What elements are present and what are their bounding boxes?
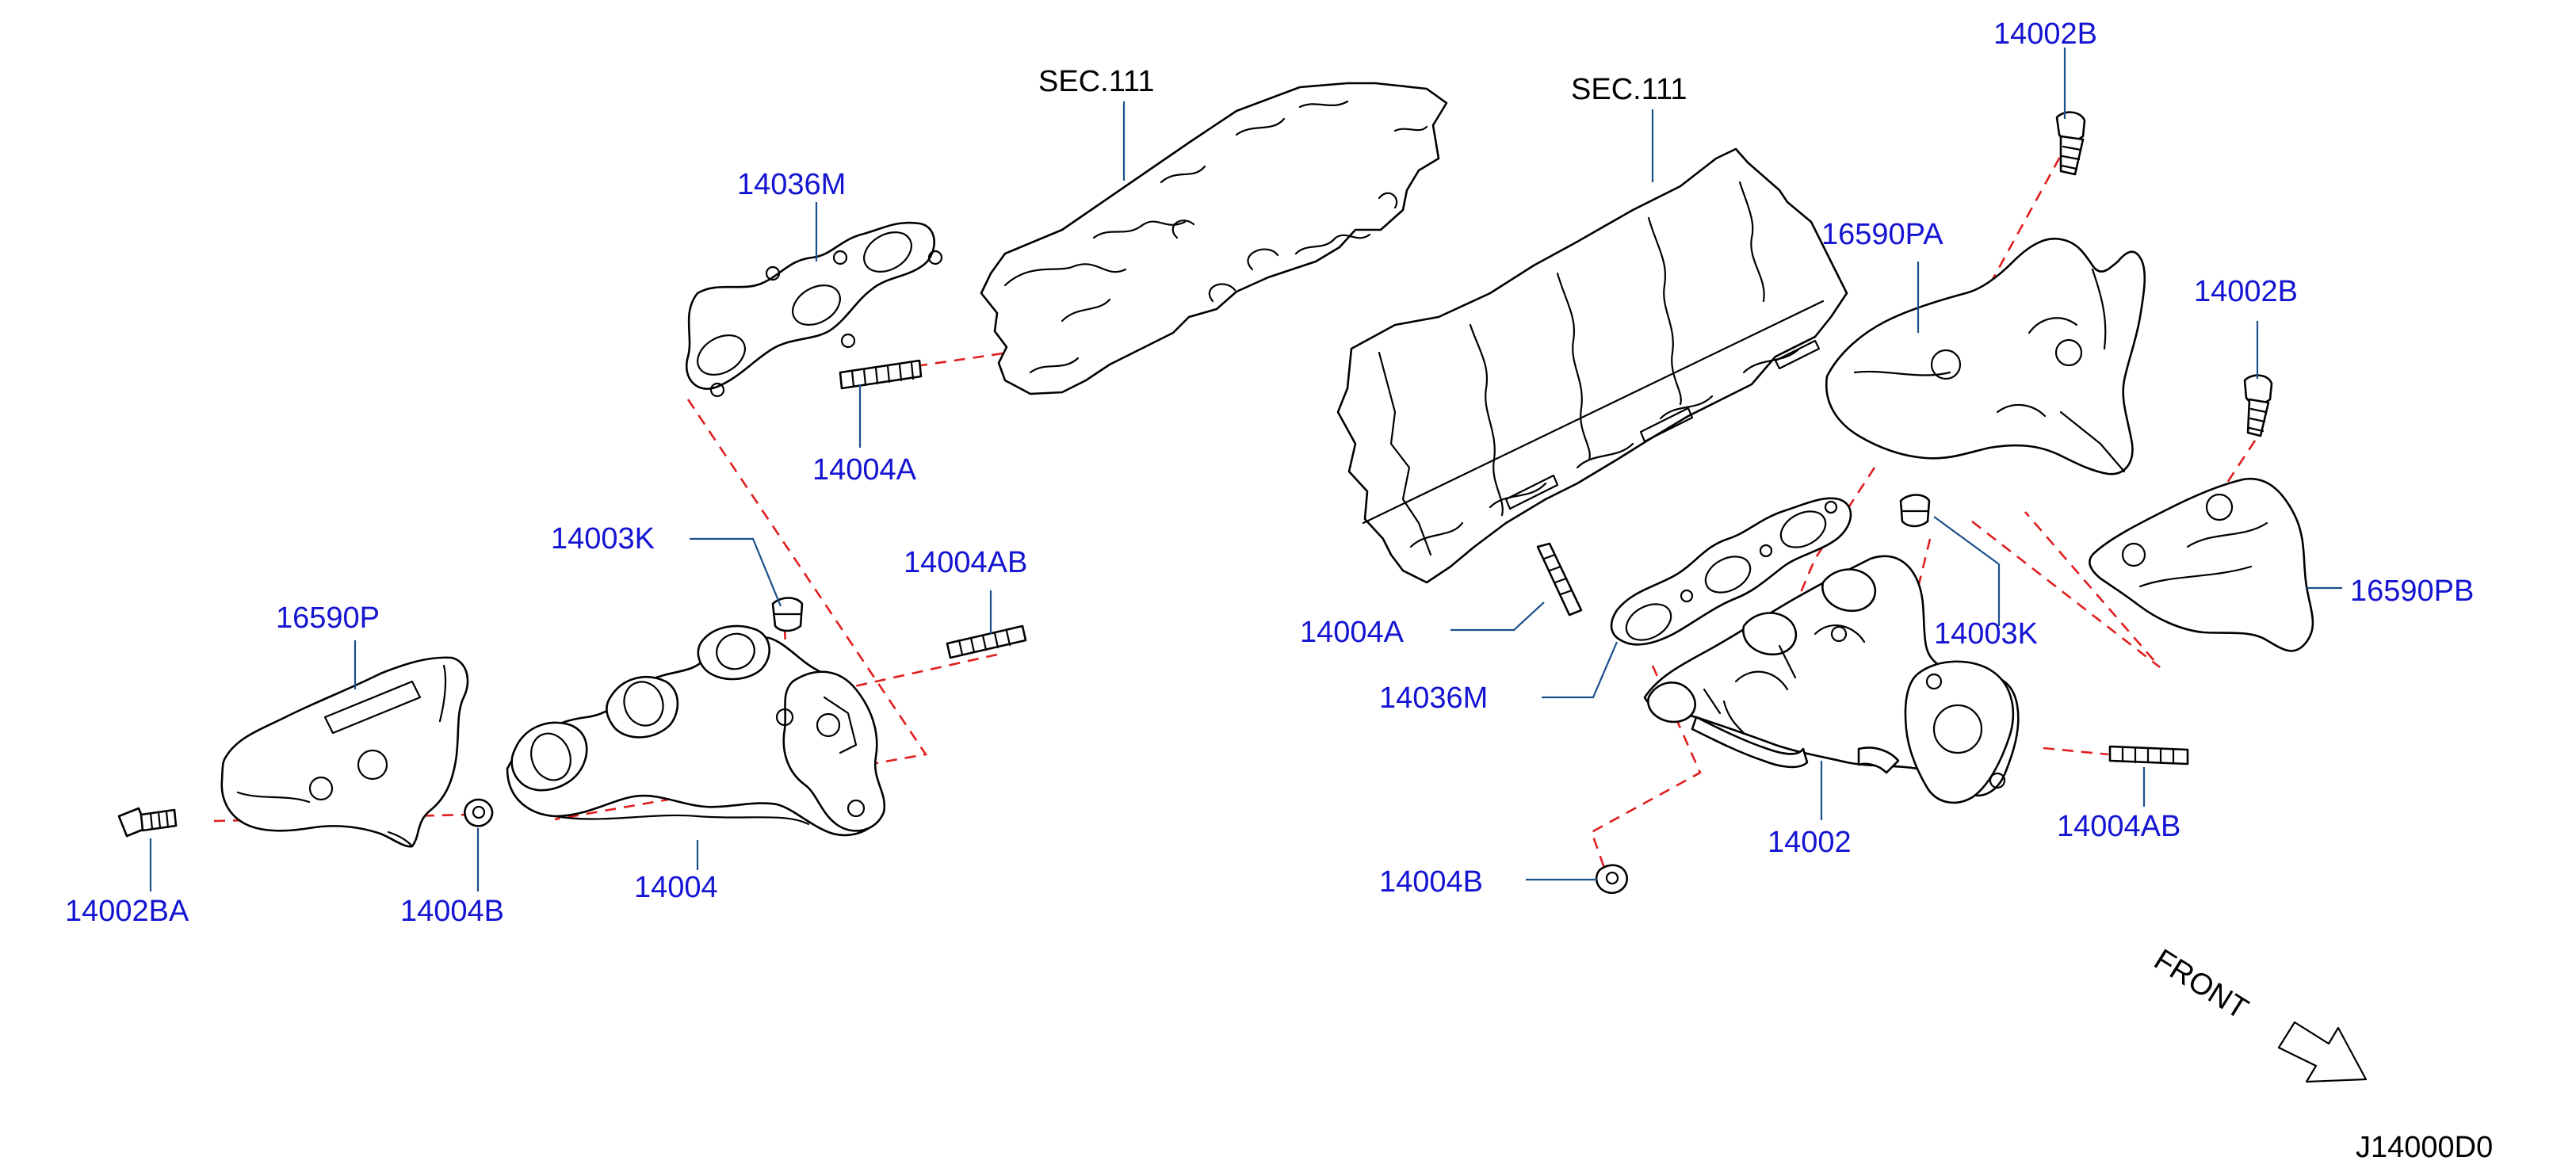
part-label-14002ba: 14002BA xyxy=(65,895,189,928)
labels: SEC.111 SEC.111 14002B 14036M 16590PA 14… xyxy=(65,17,2474,928)
bolt-14003k-right xyxy=(1899,494,1931,528)
part-label-14004-left: 14004 xyxy=(634,871,718,904)
part-label-16590pa: 16590PA xyxy=(1821,218,1943,251)
sec-label-left-head: SEC.111 xyxy=(1038,65,1154,98)
diagram-id: J14000D0 xyxy=(2356,1131,2493,1164)
part-label-14004b-left: 14004B xyxy=(400,895,504,928)
bolt-14002b-right xyxy=(2243,374,2273,437)
heat-insulator-16590pa xyxy=(1825,237,2146,475)
part-label-14002b-right: 14002B xyxy=(2194,275,2298,308)
cylinder-block-right xyxy=(1336,147,1848,584)
part-label-16590pb: 16590PB xyxy=(2350,575,2474,608)
part-label-14036m-right: 14036M xyxy=(1379,682,1488,715)
part-label-16590p: 16590P xyxy=(276,601,380,635)
exhaust-manifold-14004-left xyxy=(506,624,886,837)
leader-lines xyxy=(149,48,2342,892)
bolt-14002ba xyxy=(117,807,178,838)
part-label-14004ab-left: 14004AB xyxy=(904,546,1027,579)
part-label-14004ab-right: 14004AB xyxy=(2057,810,2180,843)
bolt-14002b-top xyxy=(2055,111,2086,176)
stud-14004a-right xyxy=(1536,542,1583,617)
part-label-14002-right: 14002 xyxy=(1768,826,1852,859)
sec-label-right-head: SEC.111 xyxy=(1571,73,1687,106)
part-label-14002b-top: 14002B xyxy=(1993,17,2097,51)
part-label-14004b-right: 14004B xyxy=(1379,865,1483,899)
stud-14004ab-left xyxy=(946,624,1027,659)
part-label-14004a-left: 14004A xyxy=(812,453,917,487)
gasket-14036m-right xyxy=(1610,497,1852,646)
part-label-14003k-right: 14003K xyxy=(1934,617,2038,651)
part-label-14036m-left: 14036M xyxy=(737,168,846,201)
cylinder-head-left xyxy=(980,82,1448,395)
gasket-14036m-left xyxy=(686,221,943,398)
nut-14004b-left xyxy=(464,798,494,827)
part-label-14004a-right: 14004A xyxy=(1300,616,1405,649)
stud-14004ab-right xyxy=(2108,745,2189,766)
exhaust-manifold-14002-right xyxy=(1643,555,2020,804)
front-indicator: FRONT xyxy=(2148,943,2368,1083)
front-arrow-icon xyxy=(2277,1021,2368,1083)
front-label: FRONT xyxy=(2148,943,2253,1026)
bolt-14003k-left xyxy=(771,597,804,632)
part-label-14003k-left: 14003K xyxy=(551,522,655,556)
stud-14004a-left xyxy=(839,359,923,390)
heat-insulator-16590p xyxy=(220,656,469,848)
heat-insulator-16590pb xyxy=(2089,477,2314,652)
nut-14004b-right xyxy=(1595,864,1628,895)
